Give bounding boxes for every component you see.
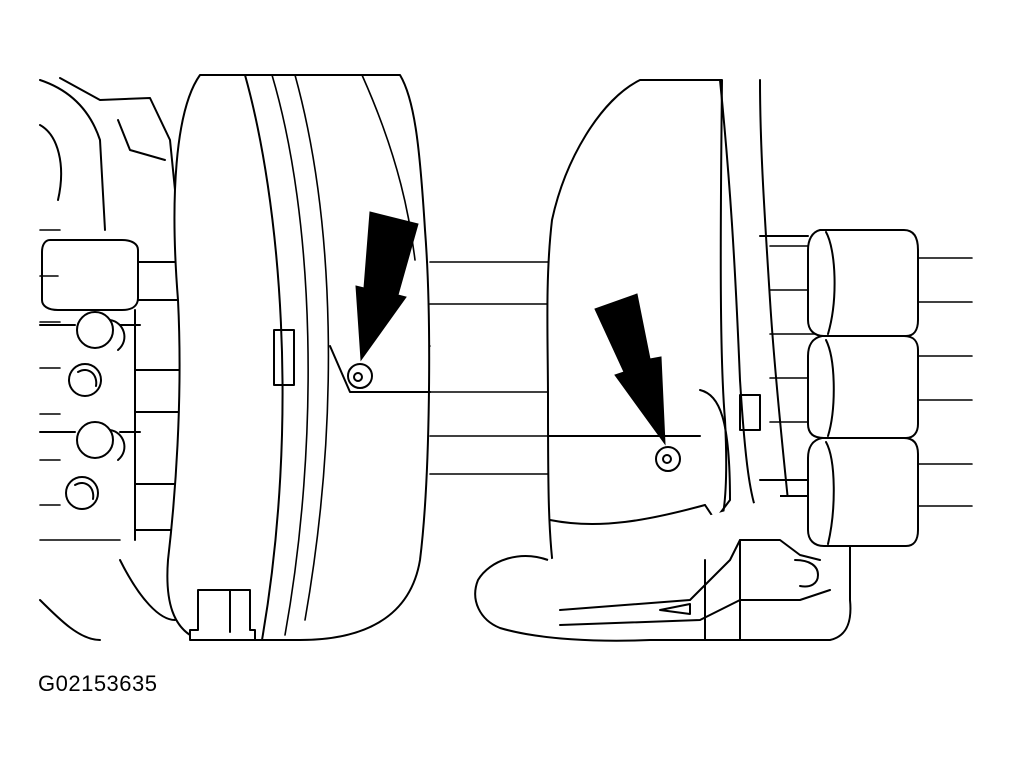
right-housing [474,79,852,642]
engine-block-left [39,77,186,641]
left-bolt [347,363,373,389]
figure-id-label: G02153635 [38,671,158,696]
arrow-to-right-bolt [594,293,666,446]
left-housing [166,74,431,641]
right-bolt [655,446,681,472]
engine-block-right [759,229,919,547]
arrow-to-left-bolt [355,211,419,362]
